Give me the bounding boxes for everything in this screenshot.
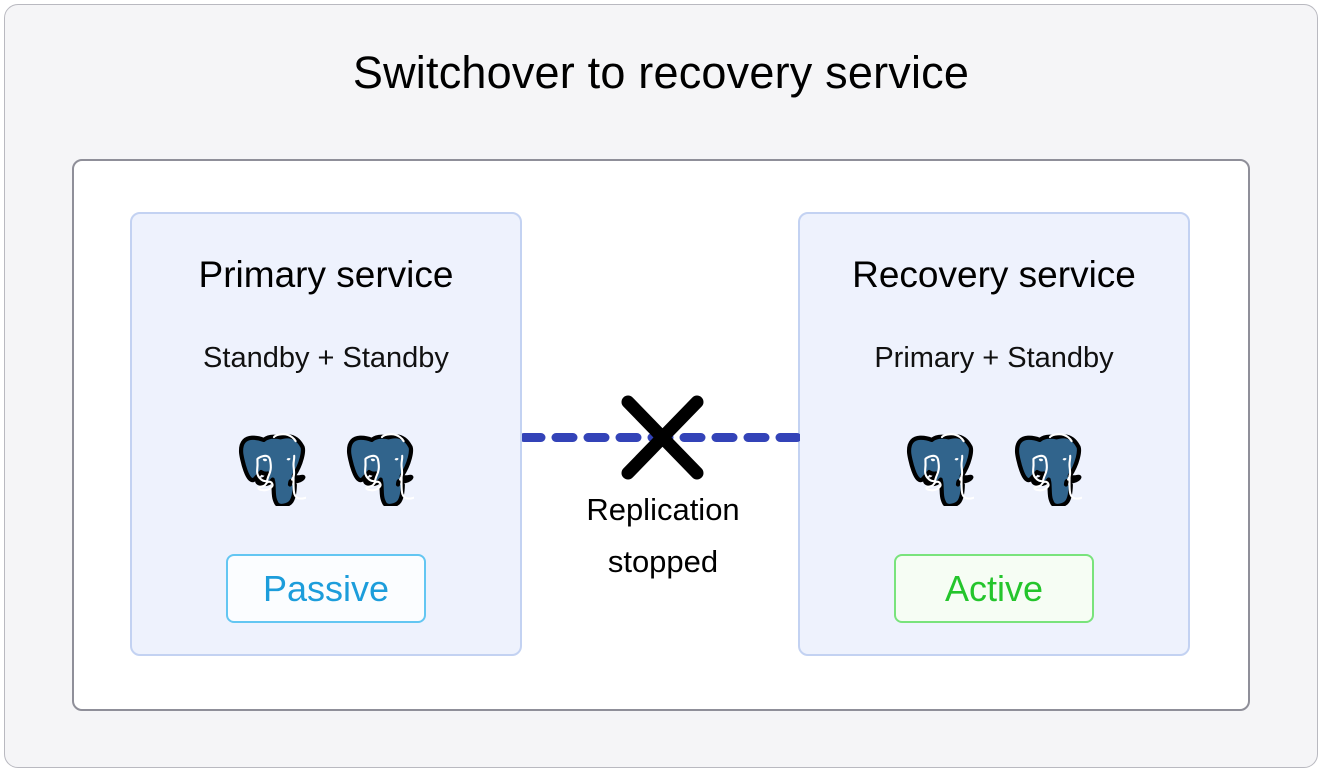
service-panel-recovery-subtitle: Primary + Standby	[874, 342, 1114, 374]
service-panel-primary-node-row	[132, 432, 520, 506]
replication-status-label: Replication stopped	[500, 484, 826, 588]
postgresql-elephant-icon	[906, 432, 974, 506]
service-panel-recovery-title: Recovery service	[852, 254, 1136, 295]
cross-x-icon	[621, 395, 704, 480]
service-panel-primary-subtitle: Standby + Standby	[203, 342, 449, 374]
service-panel-recovery-node-row	[800, 432, 1188, 506]
replication-status-line1: Replication	[586, 492, 740, 527]
postgresql-elephant-icon	[346, 432, 414, 506]
service-panel-recovery[interactable]: Recovery service Primary + Standby	[798, 212, 1190, 656]
service-panel-primary[interactable]: Primary service Standby + Standby	[130, 212, 522, 656]
replication-connector	[522, 392, 800, 484]
postgresql-elephant-icon	[238, 432, 306, 506]
postgresql-elephant-icon	[1014, 432, 1082, 506]
service-panel-primary-title: Primary service	[198, 254, 454, 295]
page-title: Switchover to recovery service	[352, 47, 970, 98]
status-badge-active[interactable]: Active	[894, 554, 1094, 623]
replication-status-line2: stopped	[607, 544, 719, 580]
status-badge-passive[interactable]: Passive	[226, 554, 426, 623]
